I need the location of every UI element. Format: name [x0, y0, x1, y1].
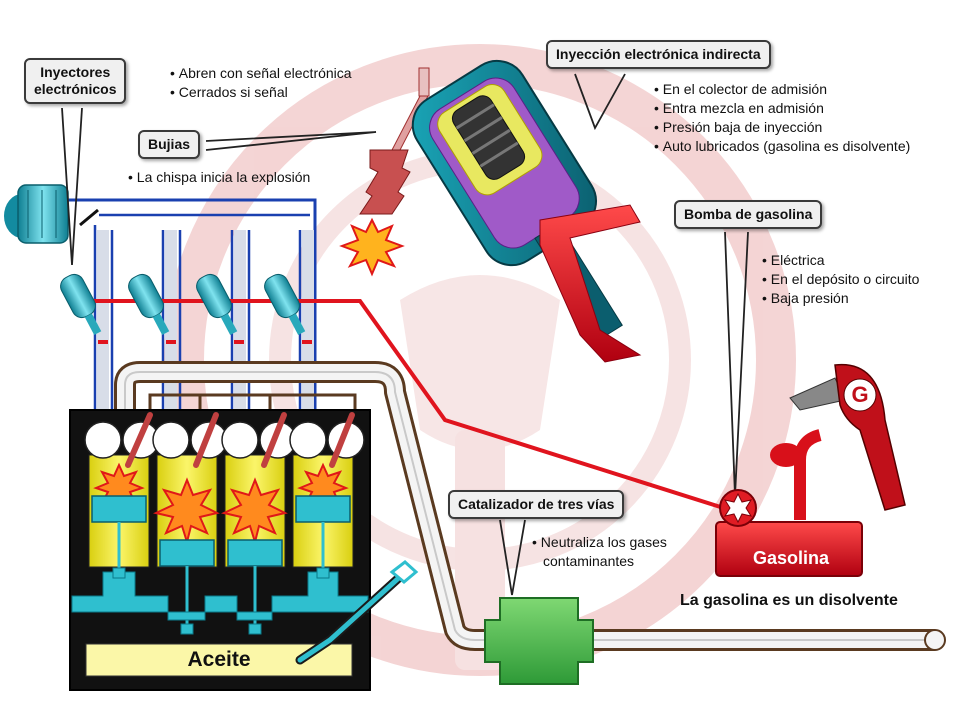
injector-4 — [264, 273, 306, 335]
note-bomba-1: Eléctrica — [762, 251, 919, 270]
notes-catalizador: Neutraliza los gases contaminantes — [532, 533, 667, 571]
notes-inyectores: Abren con señal electrónica Cerrados si … — [170, 64, 352, 102]
note-catalizador-1: Neutraliza los gases — [532, 533, 667, 552]
note-catalizador-2: contaminantes — [532, 552, 667, 571]
callout-inyectores-line1: Inyectores — [40, 64, 111, 80]
injector-1 — [60, 273, 102, 335]
engine-block — [69, 409, 371, 691]
notes-inyeccion: En el colector de admisión Entra mezcla … — [654, 80, 910, 156]
note-inyectores-1: Abren con señal electrónica — [170, 64, 352, 83]
exhaust-pipe — [114, 361, 946, 651]
note-catalizador-2-text: contaminantes — [543, 553, 635, 569]
label-aceite: Aceite — [187, 648, 251, 671]
note-bomba-3: Baja presión — [762, 289, 919, 308]
label-pump-letter: G — [851, 382, 869, 407]
injector-3 — [196, 273, 238, 335]
block-spark-plugs — [125, 412, 355, 468]
injector-2 — [128, 273, 170, 335]
note-inyeccion-4: Auto lubricados (gasolina es disolvente) — [654, 137, 910, 156]
callout-inyectores: Inyectores electrónicos — [24, 58, 127, 104]
label-gasolina: Gasolina — [752, 548, 830, 568]
bottom-note: La gasolina es un disolvente — [680, 592, 898, 609]
catalytic-converter — [484, 597, 594, 685]
note-inyeccion-2: Entra mezcla en admisión — [654, 99, 910, 118]
note-bomba-2: En el depósito o circuito — [762, 270, 920, 289]
fuel-injectors — [60, 273, 312, 344]
callout-inyeccion: Inyección electrónica indirecta — [546, 40, 771, 69]
pistons — [91, 495, 351, 567]
callout-bujias: Bujias — [138, 130, 201, 159]
note-inyectores-2: Cerrados si señal — [170, 83, 352, 102]
note-inyeccion-1: En el colector de admisión — [654, 80, 910, 99]
air-throttle-body — [4, 184, 99, 244]
oil-dipstick — [295, 560, 419, 665]
note-bujias-1: La chispa inicia la explosión — [128, 168, 311, 187]
intake-manifold — [60, 198, 317, 430]
injector-cutaway — [411, 59, 642, 363]
notes-bujias: La chispa inicia la explosión — [128, 168, 311, 187]
callout-inyectores-line2: electrónicos — [34, 81, 117, 97]
note-inyeccion-3: Presión baja de inyección — [654, 118, 910, 137]
fuel-tank — [715, 521, 863, 577]
callout-catalizador: Catalizador de tres vías — [448, 490, 625, 519]
notes-bomba: Eléctrica En el depósito o circuito Baja… — [762, 251, 920, 308]
callout-bomba: Bomba de gasolina — [674, 200, 823, 229]
fuel-pump — [719, 489, 757, 527]
valve-heads — [84, 421, 365, 459]
fuel-nozzle — [770, 363, 906, 520]
crankshaft — [71, 567, 369, 635]
